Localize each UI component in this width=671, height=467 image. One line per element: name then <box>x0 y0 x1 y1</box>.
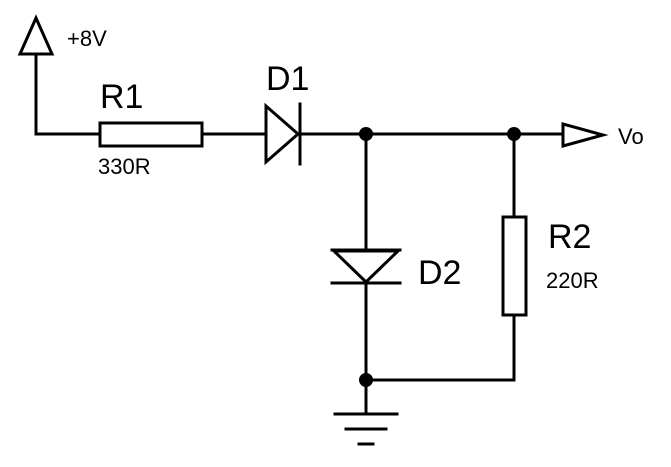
d2-ref-label: D2 <box>418 254 461 292</box>
r2-value-label: 220R <box>546 268 599 293</box>
resistor-r2 <box>501 215 528 317</box>
supply-arrow-icon <box>17 14 55 136</box>
output-arrow-icon <box>561 122 609 148</box>
diode-d2 <box>330 248 402 285</box>
r2-ref-label: R2 <box>548 218 591 256</box>
d1-ref-label: D1 <box>266 60 309 98</box>
output-label: Vo <box>618 124 644 149</box>
supply-label: +8V <box>67 26 107 51</box>
r1-value-label: 330R <box>98 154 151 179</box>
resistor-r1 <box>98 121 204 148</box>
r1-ref-label: R1 <box>100 78 143 116</box>
junction-node-bottom <box>359 373 373 387</box>
ground-icon <box>333 412 399 446</box>
diode-d1 <box>264 102 302 166</box>
